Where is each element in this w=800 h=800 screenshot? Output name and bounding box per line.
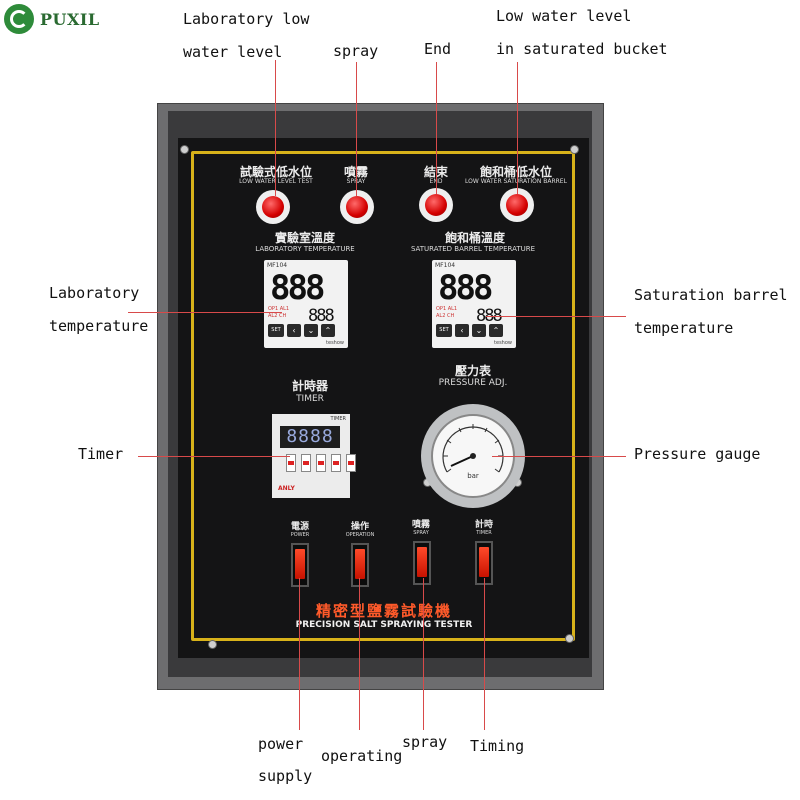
annotation-lab-temp: Laboratory	[49, 284, 140, 302]
panel-title-cn: 精密型鹽霧試驗機	[315, 602, 452, 620]
annotation-spray-bottom: spray	[402, 733, 448, 751]
leader-line	[486, 316, 626, 317]
set-button[interactable]: SET	[268, 324, 284, 337]
annotation-end: End	[424, 40, 452, 58]
screw	[208, 640, 217, 649]
timer-dial[interactable]	[346, 454, 356, 472]
indicator-label-en: LOW WATER SATURATION BARREL	[465, 178, 567, 185]
set-button[interactable]: SET	[436, 324, 452, 337]
switch-label-en: POWER	[290, 532, 310, 538]
lab-temp-label-en: LABORATORY TEMPERATURE	[255, 245, 355, 253]
controller-brand: teshow	[326, 340, 344, 346]
leader-line	[138, 456, 290, 457]
puxil-logo: PUXIL	[4, 4, 100, 34]
spray-switch[interactable]	[413, 541, 431, 585]
leader-line	[423, 578, 424, 730]
spray-lamp	[340, 190, 374, 224]
pressure-label-en: PRESSURE ADJ.	[438, 378, 508, 388]
switch-label-en: TIMER	[476, 530, 492, 536]
controller-main-display: 888	[438, 268, 493, 308]
sat-temp-label-cn: 飽和桶溫度	[444, 231, 505, 245]
annotation-pressure-gauge: Pressure gauge	[634, 445, 761, 463]
gauge-needle-icon	[442, 424, 504, 473]
annotation-operating: operating	[321, 747, 403, 765]
operation-switch[interactable]	[351, 543, 369, 587]
left-arrow-icon[interactable]: ‹	[287, 324, 301, 337]
switch-label-cn: 電源	[290, 522, 309, 532]
puxil-logo-icon	[4, 4, 34, 34]
leader-line	[299, 578, 300, 730]
sat-temp-label-en: SATURATED BARREL TEMPERATURE	[410, 245, 536, 253]
panel-gold-border	[191, 151, 575, 641]
leader-line	[492, 456, 626, 457]
annotation-power: power	[258, 735, 304, 753]
down-arrow-icon[interactable]: ⌄	[304, 324, 318, 337]
switch-label-cn: 計時	[474, 520, 493, 530]
leader-line	[356, 62, 357, 196]
timer-brand: ANLY	[278, 485, 295, 492]
annotation-timer: Timer	[78, 445, 124, 463]
screw	[180, 145, 189, 154]
end-lamp	[419, 188, 453, 222]
controller-brand: teshow	[494, 340, 512, 346]
control-panel	[178, 138, 589, 658]
timer-display: 8888	[280, 426, 340, 448]
leader-line	[275, 60, 276, 196]
pressure-label-cn: 壓力表	[454, 364, 491, 378]
leader-line	[517, 62, 518, 194]
lab-temp-controller: MF104 888 OP1 AL1 AL2 CH 888 SET ‹ ⌄ ⌃ t…	[264, 260, 348, 348]
controller-model: MF104	[267, 262, 288, 269]
annotation-timing: Timing	[470, 737, 525, 755]
indicator-label-cn: 噴霧	[328, 163, 384, 180]
timer-model: TIMER	[330, 416, 346, 422]
controller-main-display: 888	[270, 268, 325, 308]
power-switch[interactable]	[291, 543, 309, 587]
timer-dial[interactable]	[286, 454, 296, 472]
switch-label-cn: 噴霧	[411, 520, 430, 530]
up-arrow-icon[interactable]: ⌃	[321, 324, 335, 337]
indicator-label-cn: 結束	[408, 163, 464, 180]
annotation-sat-temp: temperature	[634, 319, 734, 337]
leader-line	[359, 578, 360, 730]
annotation-sat-temp: Saturation barrel	[634, 286, 788, 304]
controller-status-labels: OP1 AL1 AL2 CH	[436, 306, 458, 319]
leader-line	[128, 312, 282, 313]
annotation-power: supply	[258, 767, 313, 785]
switch-label-cn: 操作	[350, 522, 369, 532]
annotation-sat-low-water: Low water level	[496, 7, 632, 25]
annotation-spray-top: spray	[333, 42, 379, 60]
panel-title-en: PRECISION SALT SPRAYING TESTER	[295, 620, 473, 630]
annotation-lab-temp: temperature	[49, 317, 149, 335]
lab-low-water-lamp	[256, 190, 290, 224]
brand-name: PUXIL	[40, 9, 100, 29]
controller-status-labels: OP1 AL1 AL2 CH	[268, 306, 290, 319]
indicator-label-en: LOW WATER LEVEL TEST	[239, 178, 313, 185]
switch-label-en: OPERATION	[345, 532, 375, 538]
annotation-lab-low-water: water level	[183, 43, 283, 61]
controller-model: MF104	[435, 262, 456, 269]
sat-temp-controller: MF104 888 OP1 AL1 AL2 CH 888 SET ‹ ⌄ ⌃ t…	[432, 260, 516, 348]
timer-dial[interactable]	[316, 454, 326, 472]
down-arrow-icon[interactable]: ⌄	[472, 324, 486, 337]
left-arrow-icon[interactable]: ‹	[455, 324, 469, 337]
leader-line	[436, 62, 437, 194]
timer-dial[interactable]	[301, 454, 311, 472]
timer-dial[interactable]	[331, 454, 341, 472]
timer-label-en: TIMER	[296, 394, 324, 404]
lab-temp-label-cn: 實驗室溫度	[274, 231, 335, 245]
timer-label-cn: 計時器	[291, 379, 328, 393]
indicator-label-cn: 飽和桶低水位	[479, 165, 552, 179]
gauge-unit: bar	[467, 472, 479, 480]
up-arrow-icon[interactable]: ⌃	[489, 324, 503, 337]
annotation-sat-low-water: in saturated bucket	[496, 40, 668, 58]
leader-line	[484, 578, 485, 730]
switch-label-en: SPRAY	[413, 530, 429, 536]
screw	[565, 634, 574, 643]
screw	[570, 145, 579, 154]
controller-sub-display: 888	[308, 306, 335, 326]
annotation-lab-low-water: Laboratory low	[183, 10, 310, 28]
